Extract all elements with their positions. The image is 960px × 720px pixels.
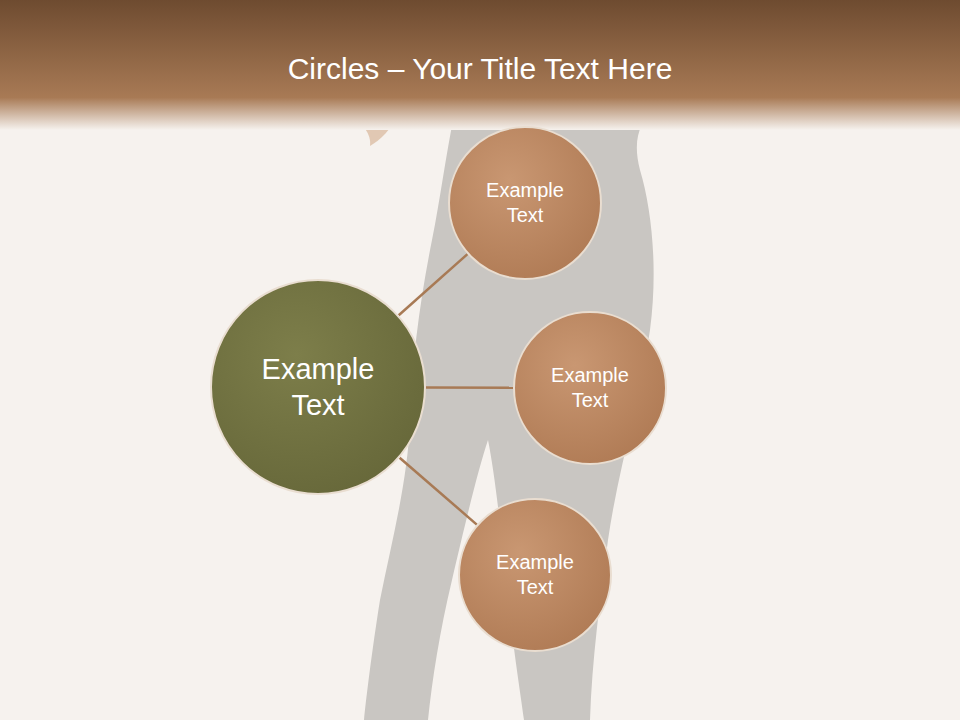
circle-outline: [513, 311, 667, 465]
circle-outline: [458, 498, 612, 652]
node-text: Example Text: [470, 178, 580, 228]
circle-node: Example Text: [210, 279, 426, 495]
slide-title: Circles – Your Title Text Here: [0, 52, 960, 86]
title-band: [0, 0, 960, 130]
circle-node: Example Text: [458, 498, 612, 652]
node-text: Example Text: [480, 550, 590, 600]
circle-node: Example Text: [513, 311, 667, 465]
node-text: Example Text: [535, 363, 645, 413]
connector: [426, 386, 513, 389]
circle-outline: [210, 279, 426, 495]
circle-node: Example Text: [448, 126, 602, 280]
connector: [400, 458, 477, 525]
node-text: Example Text: [243, 351, 393, 424]
connector: [399, 254, 468, 315]
circle-outline: [448, 126, 602, 280]
